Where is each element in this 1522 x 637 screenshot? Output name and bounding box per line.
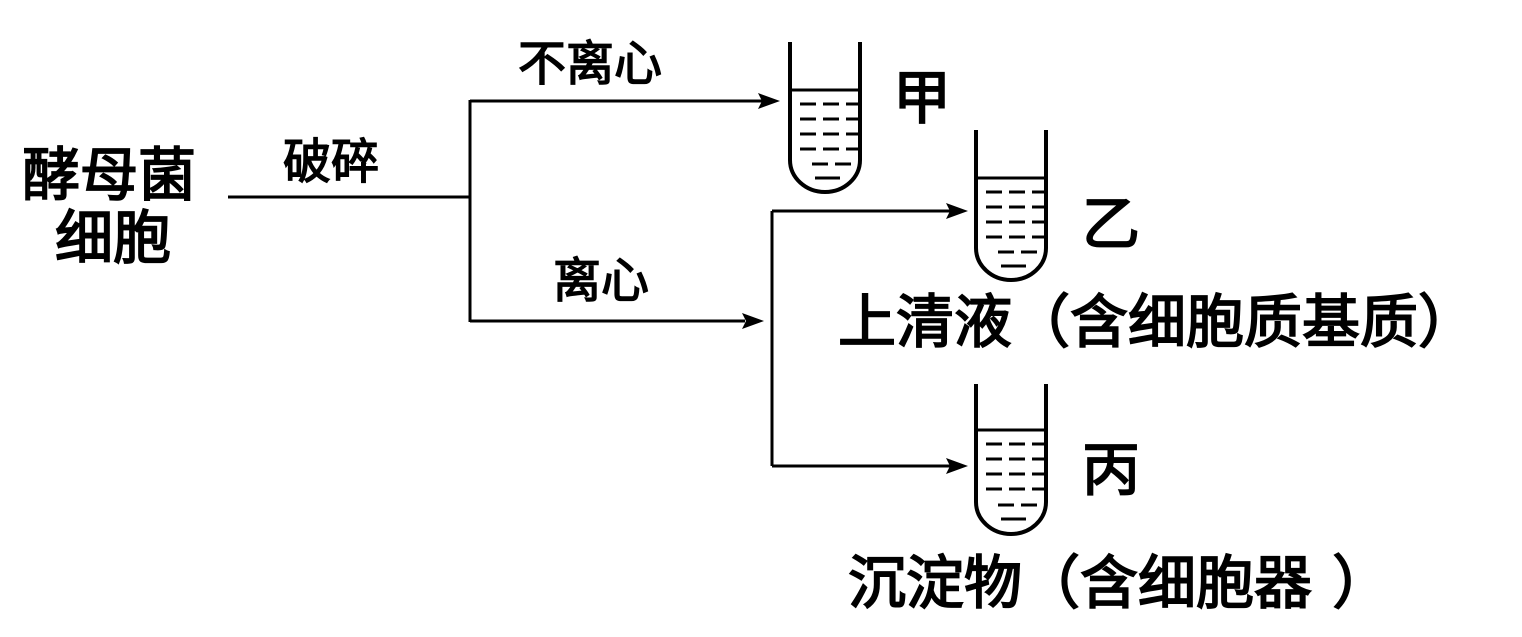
tube-bing-label: 丙 — [1082, 436, 1140, 504]
supernatant-arrowhead — [946, 203, 968, 219]
tube-jia-label: 甲 — [893, 64, 951, 132]
tube-yi-outline — [974, 130, 1048, 282]
no-centrifuge-label: 不离心 — [518, 36, 662, 92]
tube-bing-liquid-dashes — [986, 442, 1044, 521]
tube-jia-liquid-dashes — [800, 102, 858, 180]
tube-jia — [788, 42, 862, 194]
source-label-line2: 细胞 — [55, 204, 171, 272]
no-centrifuge-arrowhead — [758, 93, 780, 109]
tube-yi — [974, 130, 1048, 282]
tube-yi-liquid-dashes — [986, 190, 1044, 268]
tube-bing-outline — [974, 384, 1048, 536]
precipitate-arrowhead — [946, 458, 968, 474]
supernatant-label: 上清液（含细胞质基质） — [838, 288, 1476, 356]
tube-jia-outline — [788, 42, 862, 194]
precipitate-label: 沉淀物（含细胞器 ） — [848, 549, 1390, 617]
tube-yi-label: 乙 — [1082, 190, 1140, 258]
centrifuge-label: 离心 — [553, 253, 649, 309]
source-label-line1: 酵母菌 — [22, 141, 196, 209]
break-step-label: 破碎 — [283, 134, 379, 190]
tube-bing — [974, 384, 1048, 536]
centrifuge-arrowhead — [742, 313, 764, 329]
